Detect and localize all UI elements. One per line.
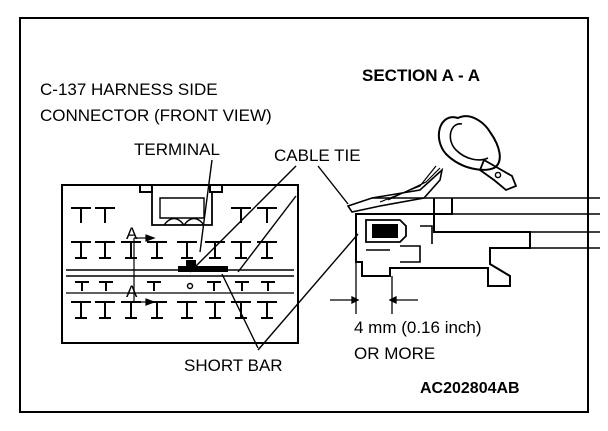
connector-top-notch — [209, 185, 223, 193]
short-bar-connector-line — [257, 233, 359, 351]
figure-code: AC202804AB — [420, 380, 520, 397]
terminal-cavity — [95, 241, 115, 259]
connector-title-line-2: CONNECTOR (FRONT VIEW) — [40, 106, 272, 125]
terminal-leader — [199, 159, 213, 253]
terminal-cavity — [207, 281, 221, 291]
connector-top-notch — [139, 185, 153, 193]
section-terminal — [365, 219, 407, 243]
terminal-cavity — [231, 301, 251, 319]
terminal-cavity — [99, 281, 113, 291]
terminal-cavity — [121, 301, 141, 319]
section-title: SECTION A - A — [362, 66, 481, 85]
terminal-cavity — [95, 301, 115, 319]
terminal-cavity — [257, 241, 277, 259]
section-view — [346, 115, 600, 287]
connector-latch-inner — [159, 197, 205, 219]
connector-latch — [151, 192, 213, 226]
outer-frame — [19, 17, 589, 413]
terminal-cavity — [71, 301, 91, 319]
cable-tie-head — [478, 158, 518, 192]
terminal-cavity — [231, 241, 251, 259]
terminal-cavity — [95, 207, 115, 223]
short-bar — [178, 266, 228, 272]
terminal-label: TERMINAL — [134, 140, 220, 159]
or-more-label: OR MORE — [354, 344, 436, 363]
cable-tie-leader — [189, 165, 297, 273]
terminal-cavity — [75, 281, 89, 291]
terminal-cavity — [235, 281, 249, 291]
terminal-cavity — [147, 241, 167, 259]
short-bar-label: SHORT BAR — [184, 356, 283, 375]
dimension-4mm — [330, 262, 418, 314]
terminal-cavity — [147, 281, 161, 291]
terminal-cavity — [121, 241, 141, 259]
connector-section-body — [355, 213, 531, 287]
cable-tie-strap — [346, 167, 444, 213]
short-bar-leader — [221, 273, 259, 349]
short-bar-segment — [186, 260, 196, 266]
terminal-cavity — [177, 241, 197, 259]
terminal-cavity — [205, 241, 225, 259]
terminal-cavity — [71, 207, 91, 223]
terminal-cavity — [257, 207, 277, 223]
connector-front-view — [61, 184, 299, 344]
connector-body — [61, 184, 299, 344]
leader-lines — [189, 159, 359, 351]
terminal-cavity — [257, 301, 277, 319]
dimension-label: 4 mm (0.16 inch) — [354, 318, 482, 337]
terminal-cavities — [71, 207, 277, 319]
section-line-a-a — [133, 234, 156, 306]
terminal-cavity — [71, 241, 91, 259]
terminal-cavity — [177, 301, 197, 319]
cable-tie-loop — [437, 115, 501, 171]
section-mark-top: A — [126, 224, 138, 243]
cable-tie-leader — [317, 165, 349, 205]
cable-tie-label: CABLE TIE — [274, 146, 361, 165]
terminal-cavity — [205, 301, 225, 319]
terminal-cavity — [147, 301, 167, 319]
terminal-cavity — [261, 281, 275, 291]
section-mark-bottom: A — [126, 282, 138, 301]
terminal-cavity — [231, 207, 251, 223]
connector-title-line-1: C-137 HARNESS SIDE — [40, 80, 218, 99]
